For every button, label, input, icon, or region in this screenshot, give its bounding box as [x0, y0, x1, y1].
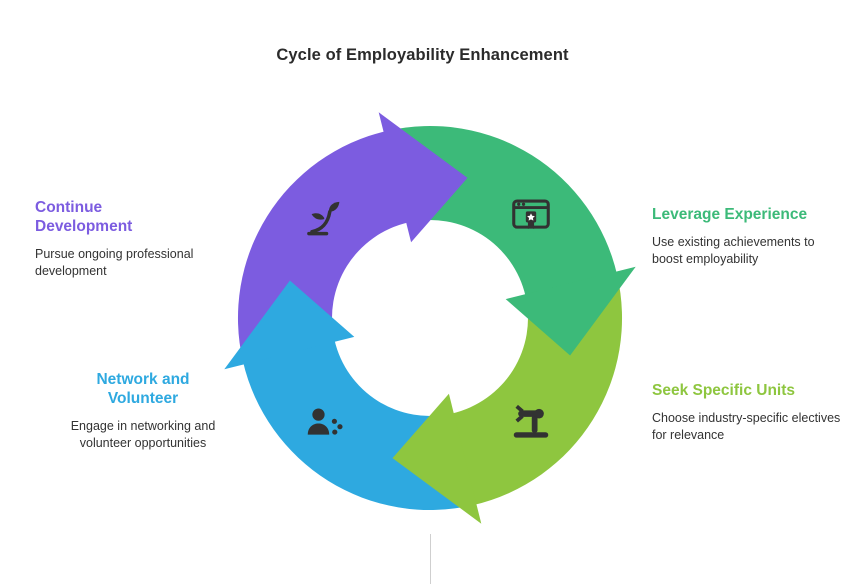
robot-arm-icon — [508, 397, 554, 443]
step-card-continue-development: Continue Development Pursue ongoing prof… — [35, 199, 245, 279]
step-card-leverage-experience: Leverage Experience Use existing achieve… — [652, 206, 844, 267]
step-description: Engage in networking and volunteer oppor… — [70, 418, 216, 450]
step-description: Use existing achievements to boost emplo… — [652, 234, 815, 266]
step-card-seek-specific-units: Seek Specific Units Choose industry-spec… — [652, 382, 844, 443]
people-network-icon — [302, 397, 348, 443]
step-description: Choose industry-specific electives for r… — [652, 410, 841, 442]
step-title: Network and Volunteer — [96, 371, 190, 407]
connector-line — [430, 534, 431, 584]
step-description: Pursue ongoing professional development — [35, 246, 194, 278]
step-title: Leverage Experience — [652, 206, 808, 223]
cycle-arrowhead-seek-specific-units — [392, 393, 482, 524]
step-card-network-and-volunteer: Network and Volunteer Engage in networki… — [38, 371, 248, 451]
cycle-diagram — [224, 112, 636, 524]
growth-plant-icon — [302, 193, 348, 239]
step-title: Seek Specific Units — [652, 382, 796, 399]
cycle-arrowhead-network-and-volunteer — [224, 280, 355, 370]
step-title: Continue Development — [35, 199, 133, 235]
cycle-arrowhead-leverage-experience — [505, 266, 636, 356]
cycle-arrowhead-continue-development — [378, 112, 468, 243]
browser-award-icon — [508, 193, 554, 239]
diagram-title: Cycle of Employability Enhancement — [276, 46, 569, 64]
